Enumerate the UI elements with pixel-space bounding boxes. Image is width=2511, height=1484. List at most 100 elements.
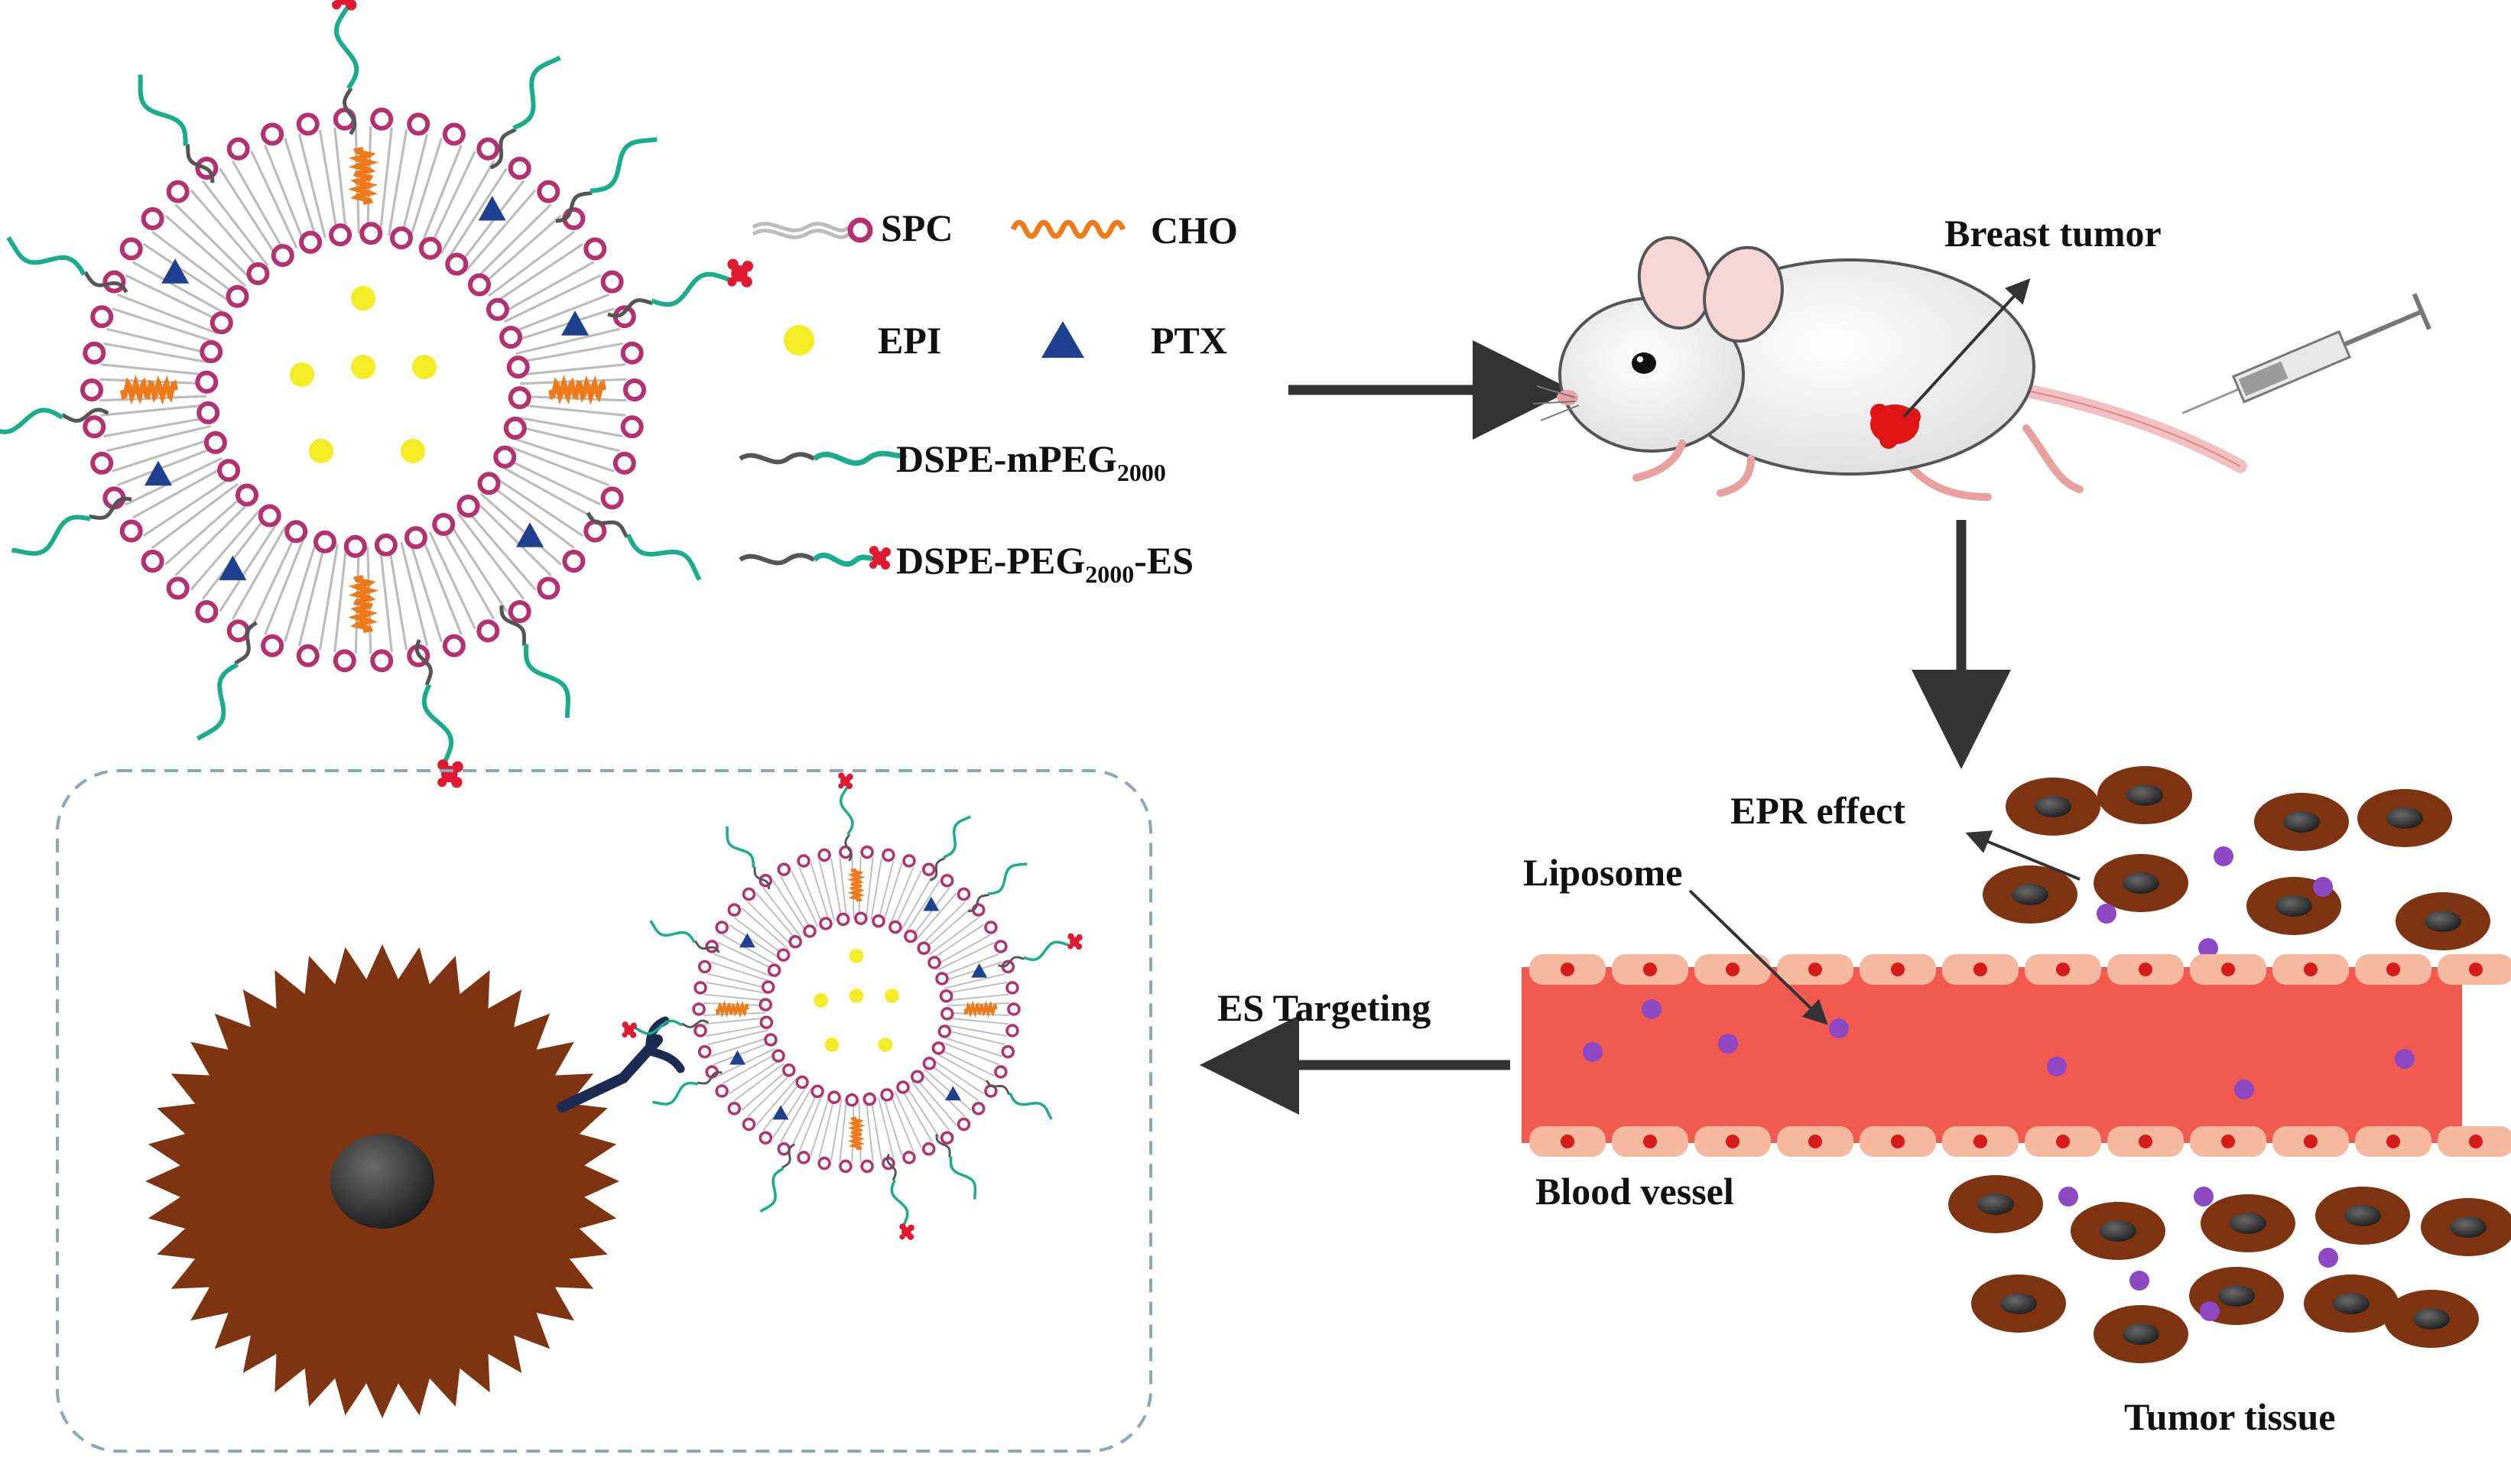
lipid-tail: [524, 327, 621, 353]
spc-head: [902, 854, 916, 868]
spc-head: [957, 1117, 971, 1132]
peg-chain: [1023, 940, 1072, 961]
lipid-tail: [528, 404, 626, 417]
liposome-structure: [0, 0, 753, 788]
lipid-tail: [871, 858, 882, 914]
ptx-molecule: [561, 310, 590, 336]
spc-head: [600, 486, 624, 510]
lipid-tail: [710, 961, 765, 981]
spc-head: [777, 862, 791, 876]
tumor-tissue-cell: [2071, 1202, 2165, 1260]
peg-chain: [726, 826, 755, 868]
lipid-tail: [924, 1076, 966, 1118]
lipid-tail: [791, 870, 817, 923]
lipid-tail: [791, 1096, 817, 1148]
lipid-tail: [713, 953, 767, 976]
spc-head: [477, 472, 501, 495]
cholesterol-molecule: [963, 1000, 998, 1018]
lipid-tail: [950, 981, 1008, 993]
lipid-tail: [866, 1105, 874, 1161]
spc-head: [493, 445, 517, 469]
lipid-tail: [707, 1031, 763, 1046]
spc-head: [767, 963, 781, 977]
lipid-tail: [480, 203, 552, 274]
cho-legend-label: CHO: [1151, 209, 1238, 252]
spc-head: [764, 1033, 778, 1047]
epi-molecule: [849, 989, 864, 1003]
lipid-tail: [452, 167, 508, 252]
spc-head: [957, 887, 971, 901]
spc-head: [261, 122, 284, 146]
spc-head: [727, 903, 742, 917]
lipid-tail: [103, 417, 200, 438]
spc-head: [503, 417, 527, 440]
spc-head: [697, 1044, 712, 1059]
spc-head: [1005, 1024, 1019, 1038]
red-blood-cell: [2056, 963, 2070, 976]
liposome-particle: [2234, 1080, 2254, 1099]
spc-head: [692, 1002, 706, 1016]
lipid-tail: [190, 515, 256, 591]
blood-vessel-contents: [1529, 954, 2511, 1157]
spc-head: [777, 1142, 791, 1156]
lipid-tail: [892, 866, 914, 921]
spc-head: [508, 386, 531, 410]
dspe-anchor: [697, 1071, 723, 1085]
dspe-anchor: [681, 1019, 710, 1028]
spc-head: [862, 1092, 877, 1106]
lipid-tail: [517, 449, 610, 487]
spc-head: [197, 401, 220, 424]
cholesterol-molecule: [348, 147, 378, 205]
spc-head: [803, 924, 817, 938]
lipid-tail: [500, 480, 584, 537]
es-ligand-icon: [332, 0, 357, 11]
dspe-peg-es-legend-symbol: [739, 546, 891, 570]
lipid-tail: [884, 1100, 903, 1156]
es-ligand-icon: [437, 759, 463, 788]
peg-chain: [334, 2, 359, 90]
lipid-tail: [908, 1089, 940, 1138]
lipid-tail: [164, 498, 240, 566]
lipid-tail: [508, 469, 595, 519]
spc-head: [788, 935, 802, 949]
lipid-tail: [250, 150, 294, 241]
spc-head: [921, 1142, 936, 1156]
epi-molecule: [351, 286, 375, 310]
spc-head: [445, 252, 469, 276]
ptx-legend-symbol: [1041, 321, 1084, 358]
red-blood-cell: [1561, 963, 1574, 976]
lipid-tail: [116, 293, 210, 331]
liposome-particle: [2395, 1049, 2415, 1069]
tumor-tissue-cell: [2396, 892, 2490, 950]
lipid-tail: [480, 505, 552, 576]
lipid-tail: [830, 1104, 842, 1161]
es-targeting-label: ES Targeting: [1217, 986, 1431, 1029]
lipid-tail: [463, 521, 525, 600]
lipid-tail: [705, 981, 762, 993]
spc-head: [694, 981, 707, 995]
peg-chain: [759, 1167, 784, 1213]
lipid-tail: [728, 1061, 777, 1095]
peg-chain: [949, 1156, 977, 1200]
lipid-tail: [722, 1055, 773, 1084]
lipid-tail: [762, 887, 799, 934]
lipid-tail: [103, 342, 200, 362]
lipid-tail: [333, 554, 346, 653]
lipid-tail: [798, 866, 821, 921]
lipid-tail: [125, 274, 215, 320]
red-blood-cell: [1643, 963, 1657, 976]
lipid-tail: [201, 180, 264, 259]
tumor-tissue-cell: [2254, 793, 2349, 851]
peg-chain: [6, 236, 86, 276]
spc-head: [776, 948, 791, 962]
epi-molecule: [824, 1038, 840, 1052]
spc-head: [506, 356, 530, 379]
lipid-tail: [219, 167, 274, 252]
spc-head: [296, 112, 320, 136]
peg-chain: [11, 515, 91, 556]
dspe-anchor: [185, 144, 215, 183]
lipid-tail: [940, 1055, 991, 1084]
spc-head: [888, 920, 902, 934]
lipid-tail: [517, 293, 610, 331]
spc-head: [442, 634, 466, 658]
